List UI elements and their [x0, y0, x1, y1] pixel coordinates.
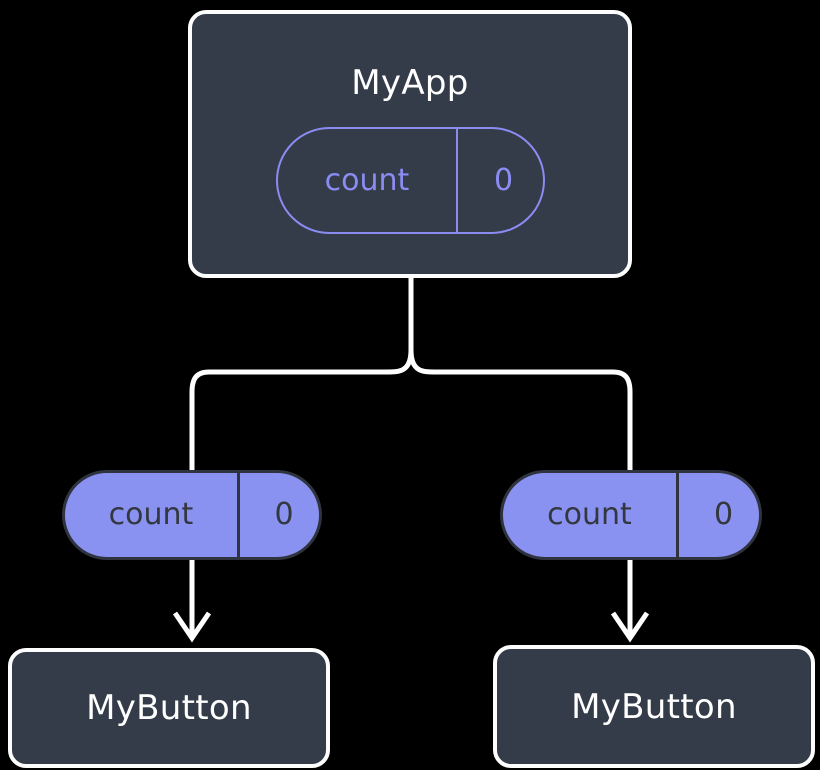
branch-wire-right	[408, 349, 633, 470]
node-mybutton-right-title: MyButton	[571, 686, 737, 727]
state-pill-root-key: count	[324, 162, 410, 198]
branch-wire-left	[189, 349, 414, 470]
state-pill-root[interactable]: count 0	[276, 127, 545, 234]
state-pill-left-key: count	[108, 497, 194, 532]
state-pill-left[interactable]: count 0	[62, 470, 322, 560]
state-pill-root-value: 0	[456, 129, 543, 232]
node-mybutton-left-title: MyButton	[86, 688, 252, 728]
arrow-head-left-icon	[172, 611, 212, 643]
state-pill-right-value: 0	[676, 473, 759, 557]
state-pill-right[interactable]: count 0	[500, 470, 762, 560]
node-myapp-title: MyApp	[351, 63, 469, 103]
state-pill-right-key: count	[547, 497, 632, 532]
node-mybutton-right[interactable]: MyButton	[493, 645, 815, 768]
node-mybutton-left[interactable]: MyButton	[8, 648, 330, 768]
state-pill-left-value: 0	[237, 473, 319, 557]
arrow-head-right-icon	[610, 611, 650, 643]
